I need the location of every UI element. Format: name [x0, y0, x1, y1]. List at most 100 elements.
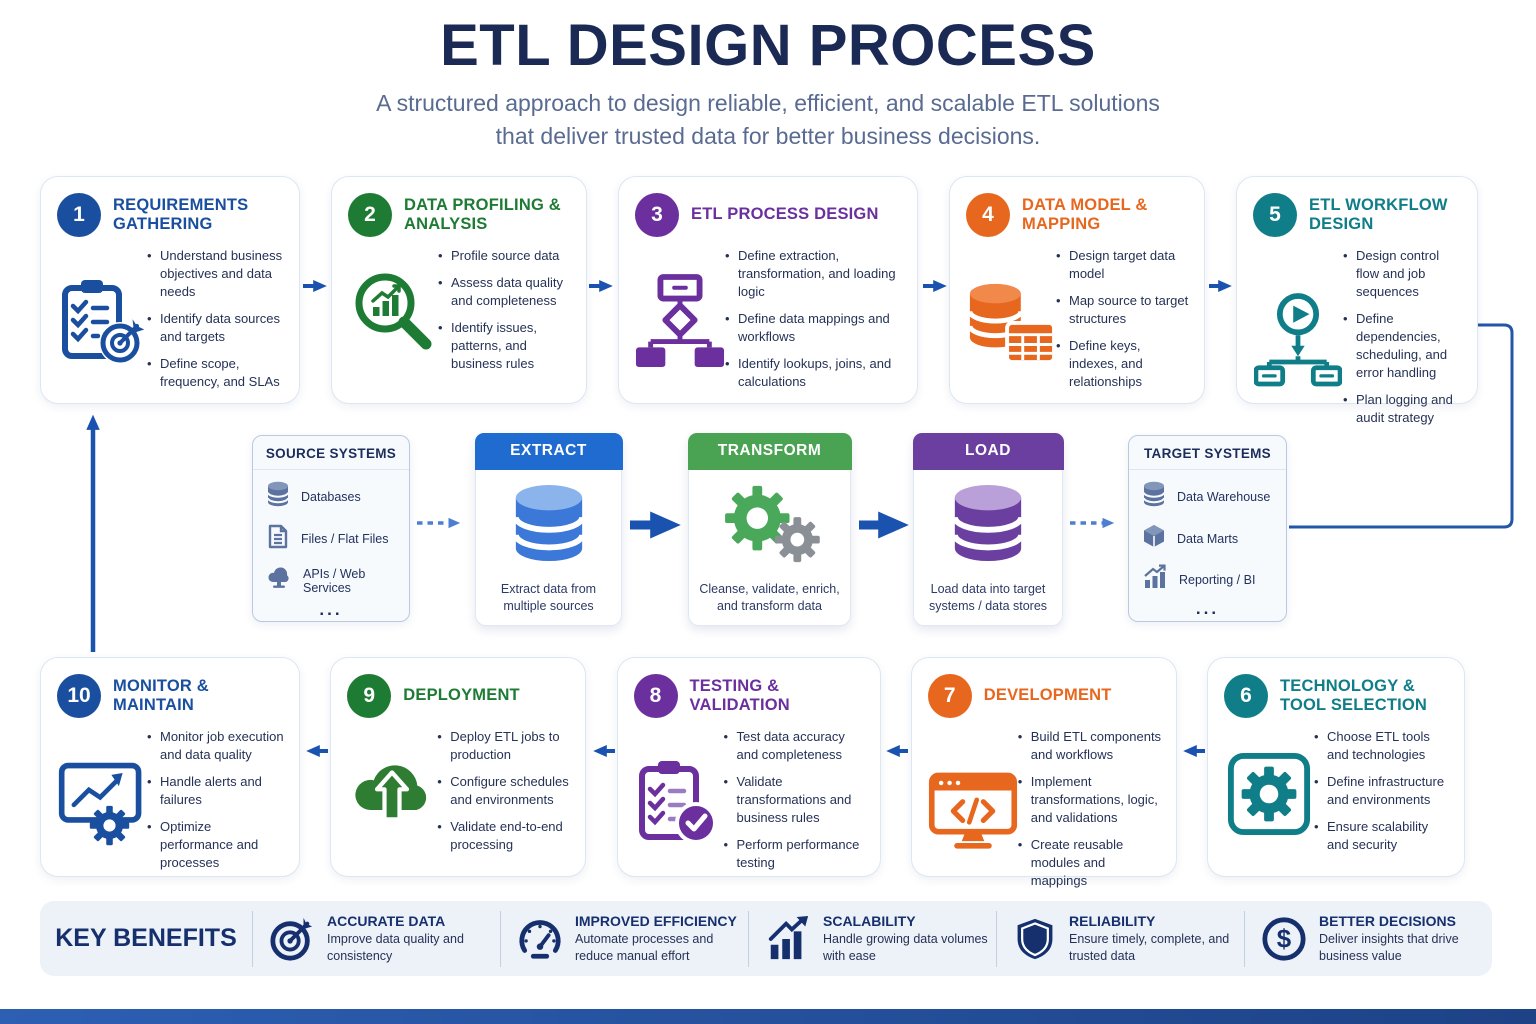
- dollar-icon: $: [1261, 916, 1307, 962]
- step-title: TECHNOLOGY & TOOL SELECTION: [1280, 676, 1428, 714]
- source-item-databases: Databases: [266, 481, 401, 513]
- step-title: DEPLOYMENT: [403, 686, 520, 705]
- etl-pipeline-row: SOURCE SYSTEMS Databases: [0, 432, 1536, 633]
- header: ETL DESIGN PROCESS A structured approach…: [0, 12, 1536, 152]
- step-number-badge: 9: [347, 674, 392, 718]
- step-card-7: 7 DEVELOPMENT B: [910, 657, 1177, 888]
- cloud-icon: [266, 565, 292, 596]
- step-number-badge: 4: [966, 193, 1010, 237]
- checklist-check-icon: [634, 726, 724, 881]
- step-title: ETL WORKFLOW DESIGN: [1309, 195, 1448, 233]
- benefit-improved-efficiency: IMPROVED EFFICIENCY Automate processes a…: [500, 910, 748, 967]
- magnifier-chart-icon: [348, 245, 438, 382]
- gear-square-icon: [1224, 726, 1314, 863]
- step-card-10: 10 MONITOR & MAINTAIN: [40, 657, 300, 877]
- database-table-icon: [966, 245, 1056, 400]
- target-systems-box: TARGET SYSTEMS Data Warehouse: [1128, 435, 1287, 622]
- step-title: TESTING & VALIDATION: [689, 676, 790, 714]
- step-card-5: 5 ETL WORKFLOW DESIGN: [1236, 176, 1478, 425]
- step-card-3: 3 ETL PROCESS DESIGN Define extraction, …: [618, 176, 918, 404]
- source-systems-title: SOURCE SYSTEMS: [253, 436, 409, 470]
- step-bullets: Choose ETL tools and technologies Define…: [1314, 728, 1454, 863]
- step-card-1: 1 REQUIREMENTS GATHERING: [40, 176, 300, 404]
- step-number-badge: 8: [633, 674, 678, 718]
- step-title: REQUIREMENTS GATHERING: [113, 195, 249, 233]
- extract-caption: Extract data from multiple sources: [500, 581, 597, 614]
- shield-icon: [1013, 915, 1057, 963]
- key-benefits-title: KEY BENEFITS: [55, 924, 237, 952]
- top-steps-row: 1 REQUIREMENTS GATHERING: [40, 176, 1478, 425]
- step-title: DATA MODEL & MAPPING: [1022, 195, 1148, 233]
- source-systems-box: SOURCE SYSTEMS Databases: [252, 435, 410, 622]
- step-bullets: Monitor job execution and data quality H…: [147, 728, 289, 881]
- extract-stage-title: EXTRACT: [474, 432, 623, 470]
- benefit-accurate-data: ACCURATE DATA Improve data quality and c…: [252, 910, 500, 967]
- cloud-upload-icon: [347, 726, 437, 863]
- page-subtitle: A structured approach to design reliable…: [376, 90, 1160, 149]
- cube-icon: [1142, 523, 1166, 554]
- clipboard-target-icon: [57, 245, 147, 400]
- target-item-reporting: Reporting / BI: [1142, 564, 1278, 595]
- page-title: ETL DESIGN PROCESS: [440, 13, 1096, 78]
- target-icon: [269, 916, 315, 962]
- report-chart-icon: [1142, 564, 1168, 595]
- target-systems-title: TARGET SYSTEMS: [1129, 436, 1286, 470]
- step-card-4: 4 DATA MODEL & MAPPING Desig: [949, 176, 1205, 404]
- step-title: MONITOR & MAINTAIN: [113, 676, 209, 714]
- benefit-scalability: SCALABILITY Handle growing data volumes …: [748, 910, 996, 967]
- step-bullets: Design control flow and job sequences De…: [1343, 247, 1467, 435]
- step-number-badge: 3: [635, 193, 679, 237]
- transform-stage: TRANSFORM: [687, 432, 852, 626]
- target-more-ellipsis: ...: [1195, 599, 1220, 618]
- benefit-better-decisions: $ BETTER DECISIONS Deliver insights that…: [1244, 910, 1492, 967]
- play-flow-icon: [1253, 245, 1343, 435]
- step-card-2: 2 DATA PROFILING & ANALYSIS: [331, 176, 587, 404]
- speedometer-icon: [517, 916, 563, 962]
- transform-caption: Cleanse, validate, enrich, and transform…: [699, 581, 840, 614]
- flowchart-icon: [635, 245, 725, 400]
- extract-stage: EXTRACT Extract data from multiple sourc…: [474, 432, 623, 626]
- target-item-warehouse: Data Warehouse: [1142, 481, 1278, 513]
- transform-stage-title: TRANSFORM: [687, 432, 852, 470]
- step-bullets: Test data accuracy and completeness Vali…: [724, 728, 870, 881]
- step-bullets: Build ETL components and workflows Imple…: [1018, 728, 1166, 899]
- step-title: DEVELOPMENT: [983, 686, 1112, 705]
- load-caption: Load data into target systems / data sto…: [928, 581, 1048, 614]
- source-item-files: Files / Flat Files: [266, 523, 401, 555]
- step-bullets: Understand business objectives and data …: [147, 247, 289, 400]
- monitor-gear-icon: [57, 726, 147, 881]
- step-number-badge: 6: [1224, 674, 1268, 718]
- step-number-badge: 1: [57, 193, 101, 237]
- benefit-reliability: RELIABILITY Ensure timely, complete, and…: [996, 910, 1244, 967]
- target-item-marts: Data Marts: [1142, 523, 1278, 554]
- step-title: ETL PROCESS DESIGN: [691, 205, 879, 224]
- source-more-ellipsis: ...: [319, 600, 343, 619]
- step-number-badge: 5: [1253, 193, 1297, 237]
- gears-icon: [719, 470, 821, 579]
- purple-database-icon: [949, 470, 1027, 579]
- bottom-steps-row: 10 MONITOR & MAINTAIN: [40, 657, 1465, 888]
- step-number-badge: 10: [57, 674, 101, 718]
- step-title: DATA PROFILING & ANALYSIS: [404, 195, 561, 233]
- bottom-accent-bar: [0, 1009, 1536, 1024]
- step-card-8: 8 TESTING & VALIDATION Test data accurac…: [616, 657, 881, 877]
- growth-bars-icon: [765, 915, 811, 962]
- step-bullets: Design target data model Map source to t…: [1056, 247, 1194, 400]
- step-card-6: 6 TECHNOLOGY & TOOL SELECTION: [1207, 657, 1465, 877]
- load-stage: LOAD Load data into target systems / dat…: [912, 432, 1064, 626]
- step-number-badge: 7: [927, 674, 972, 718]
- key-benefits-bar: KEY BENEFITS ACCURATE DATA Improve data …: [40, 901, 1492, 976]
- file-icon: [266, 523, 290, 555]
- warehouse-database-icon: [1142, 481, 1166, 513]
- step-bullets: Profile source data Assess data quality …: [438, 247, 576, 382]
- code-window-icon: [928, 726, 1018, 899]
- source-item-apis: APIs / Web Services: [266, 565, 401, 596]
- step-bullets: Deploy ETL jobs to production Configure …: [437, 728, 575, 863]
- blue-database-icon: [510, 470, 588, 579]
- step-card-9: 9 DEPLOYMENT Deploy ETL jobs to producti…: [330, 657, 587, 877]
- step-number-badge: 2: [348, 193, 392, 237]
- database-icon: [266, 481, 290, 513]
- step-bullets: Define extraction, transformation, and l…: [725, 247, 907, 400]
- svg-text:$: $: [1277, 925, 1292, 953]
